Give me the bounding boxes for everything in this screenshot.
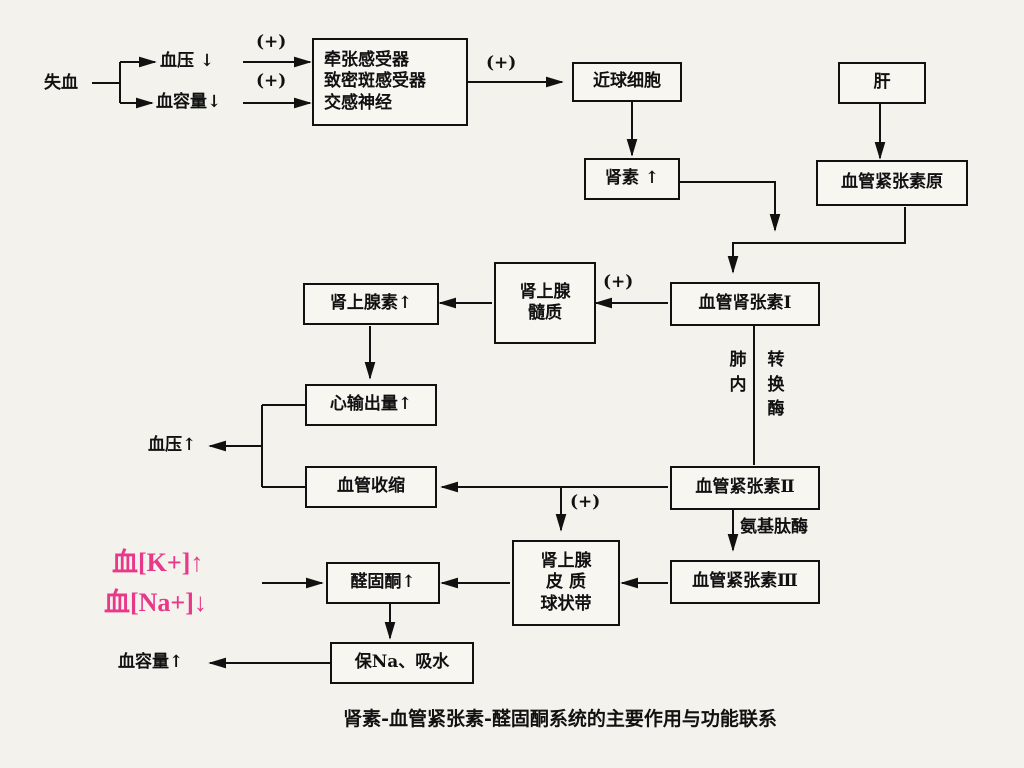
ion-sodium: 血[Na+]↓ — [104, 588, 207, 617]
label-plus-receptors: (+) — [486, 53, 517, 73]
edge-angiotensinogen-ang1 — [727, 207, 906, 274]
node-receptors: 牵张感受器 致密斑感受器 交感神经 — [312, 38, 468, 126]
node-adrenal-cortex: 肾上腺 皮 质 球状带 — [512, 540, 620, 626]
node-angiotensin-2: 血管紧张素Ⅱ — [670, 466, 820, 510]
node-bp-up: 血压↑ — [148, 435, 197, 455]
node-volume-up: 血容量↑ — [118, 652, 184, 672]
node-angiotensin-3: 血管紧张素Ⅲ — [670, 560, 820, 604]
node-liver: 肝 — [838, 62, 926, 104]
label-plus-volume: (+) — [256, 71, 287, 91]
label-converting-enzyme: 转换酶 — [767, 350, 785, 420]
label-plus-bp: (+) — [256, 32, 287, 52]
label-lung-internal: 肺内 — [729, 350, 747, 395]
node-angiotensin-1: 血管肾张素Ⅰ — [670, 282, 820, 326]
node-jg-cells: 近球细胞 — [572, 62, 682, 102]
label-aminopeptidase: 氨基肽酶 — [740, 517, 808, 537]
ion-potassium: 血[K+]↑ — [112, 548, 204, 577]
node-renin: 肾素 ↑ — [584, 158, 680, 200]
node-angiotensinogen: 血管紧张素原 — [816, 160, 968, 206]
node-vasoconstriction: 血管收缩 — [305, 466, 437, 508]
node-epinephrine: 肾上腺素↑ — [303, 283, 439, 325]
node-bp-down: 血压 ↓ — [160, 51, 215, 71]
node-adrenal-medulla: 肾上腺 髓质 — [494, 262, 596, 344]
label-plus-medulla: (+) — [603, 272, 634, 292]
node-blood-loss: 失血 — [44, 73, 78, 93]
node-na-retention: 保Na、吸水 — [330, 642, 474, 684]
diagram-caption: 肾素-血管紧张素-醛固酮系统的主要作用与功能联系 — [343, 708, 777, 730]
edge-renin-ang1 — [680, 181, 781, 232]
node-cardiac-output: 心输出量↑ — [305, 384, 437, 426]
node-aldosterone: 醛固酮↑ — [326, 562, 440, 604]
label-plus-cortex: (+) — [570, 492, 601, 512]
node-volume-down: 血容量↓ — [156, 92, 222, 112]
